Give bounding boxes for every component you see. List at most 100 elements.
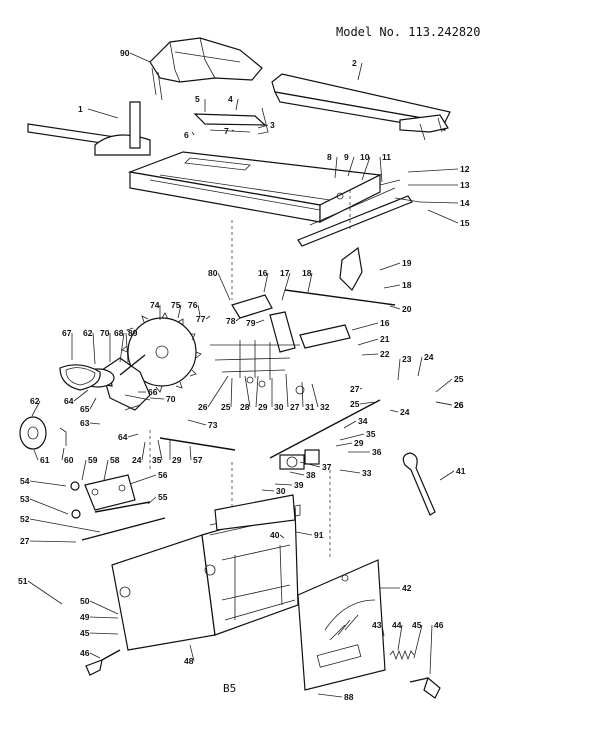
callout-leader	[89, 600, 119, 615]
callout-16: 16	[258, 268, 268, 278]
callout-leader	[334, 156, 338, 179]
rip-fence	[271, 73, 451, 141]
callout-5: 5	[195, 94, 200, 104]
callout-35: 35	[152, 455, 162, 465]
callout-90: 90	[120, 48, 130, 58]
callout-46: 46	[434, 620, 444, 630]
callout-leader	[361, 353, 379, 356]
callout-leader	[317, 693, 343, 698]
rod-55	[94, 501, 151, 513]
callout-leader	[335, 442, 353, 447]
callout-26: 26	[454, 400, 464, 410]
callout-4: 4	[228, 94, 233, 104]
callout-leader	[31, 400, 41, 417]
callout-67: 67	[62, 328, 72, 338]
callout-leader	[435, 401, 453, 406]
callout-leader	[255, 319, 265, 324]
callout-28: 28	[240, 402, 250, 412]
callout-leader	[29, 540, 77, 543]
callout-77: 77	[196, 314, 206, 324]
callout-leader	[191, 131, 195, 136]
callout-leader	[89, 397, 97, 410]
front-panel	[297, 559, 386, 691]
callout-24: 24	[132, 455, 142, 465]
callout-24: 24	[400, 407, 410, 417]
callout-64: 64	[64, 396, 74, 406]
table-insert	[193, 107, 269, 135]
callout-65: 65	[80, 404, 90, 414]
callout-62: 62	[30, 396, 40, 406]
callout-11: 11	[382, 152, 391, 162]
callout-leader	[389, 409, 399, 413]
callout-leader	[389, 305, 401, 310]
callout-leader	[379, 156, 383, 183]
callout-56: 56	[158, 470, 168, 480]
callout-leader	[231, 129, 235, 132]
callout-51: 51	[18, 576, 28, 586]
callout-leader	[147, 496, 157, 505]
callout-16: 16	[380, 318, 390, 328]
callout-79: 79	[246, 318, 256, 328]
callout-leader	[279, 534, 285, 539]
nut-assembly	[279, 449, 320, 470]
callout-leader	[141, 441, 146, 461]
callout-29: 29	[258, 402, 268, 412]
callout-59: 59	[88, 455, 98, 465]
callout-leader	[235, 98, 239, 111]
callout-leader	[217, 272, 231, 301]
callout-27: 27	[350, 384, 360, 394]
callout-8: 8	[327, 152, 332, 162]
callout-19: 19	[402, 258, 412, 268]
model-number: Model No. 113.242820	[336, 25, 481, 39]
callout-leader	[29, 518, 101, 533]
callout-3: 3	[270, 120, 275, 130]
callout-52: 52	[20, 514, 30, 524]
callout-leader	[295, 531, 313, 536]
callout-18: 18	[402, 280, 412, 290]
callout-9: 9	[344, 152, 349, 162]
callout-leader	[359, 401, 375, 405]
callout-43: 43	[372, 620, 382, 630]
callout-leader	[439, 470, 455, 481]
callout-leader	[87, 108, 119, 119]
callout-6: 6	[184, 130, 189, 140]
callout-57: 57	[193, 455, 203, 465]
callout-21: 21	[380, 334, 390, 344]
callout-50: 50	[80, 596, 90, 606]
callout-leader	[103, 459, 109, 481]
tilt-rod	[284, 289, 396, 306]
callout-leader	[397, 624, 403, 651]
saw-blade	[121, 312, 202, 393]
drive-belt	[59, 364, 101, 391]
callout-leader	[129, 474, 157, 485]
blade-guard	[149, 37, 263, 101]
callout-12: 12	[460, 164, 470, 174]
callout-leader	[189, 644, 195, 662]
elevation-rod	[269, 399, 381, 459]
callout-leader	[89, 632, 119, 635]
arbor-wrench	[402, 452, 436, 516]
lead-screw	[159, 437, 236, 451]
callout-leader	[189, 445, 192, 461]
callout-leader	[207, 375, 229, 408]
callout-70: 70	[100, 328, 110, 338]
callout-48: 48	[184, 656, 194, 666]
callout-31: 31	[305, 402, 315, 412]
callout-45: 45	[412, 620, 422, 630]
callout-leader	[381, 624, 385, 637]
callout-15: 15	[460, 218, 470, 228]
callout-60: 60	[64, 455, 74, 465]
callout-62: 62	[83, 328, 93, 338]
callout-leader	[261, 489, 275, 492]
callout-20: 20	[402, 304, 412, 314]
callout-leader	[361, 156, 371, 181]
callout-leader	[244, 375, 251, 408]
callout-leader	[27, 580, 63, 605]
callout-25: 25	[454, 374, 464, 384]
crank-handle-right	[409, 676, 441, 699]
callout-leader	[235, 317, 241, 322]
hex-key	[59, 427, 67, 446]
callout-leader	[89, 422, 101, 425]
callout-78: 78	[226, 316, 236, 326]
callout-leader	[299, 461, 321, 468]
